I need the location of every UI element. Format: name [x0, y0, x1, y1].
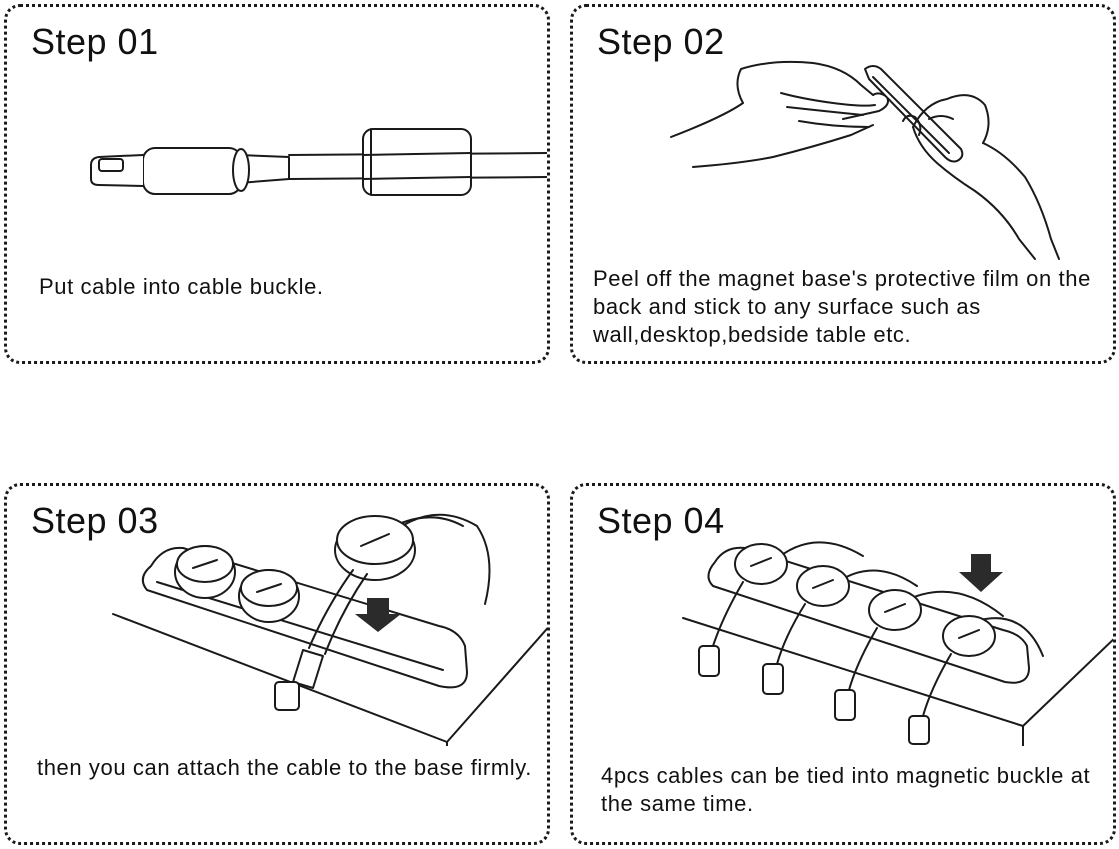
step-02-description: Peel off the magnet base's protective fi…: [593, 266, 1091, 347]
step-03-title: Step 03: [31, 500, 159, 541]
step-03-description: then you can attach the cable to the bas…: [37, 755, 532, 780]
cable-base-four-illustration: [682, 541, 1113, 746]
step-01-description: Put cable into cable buckle.: [39, 274, 324, 299]
hands-peeling-film-illustration: [670, 60, 1060, 260]
step-04-panel: Step 04 4pcs cables can be tied into mag…: [570, 483, 1116, 845]
step-01-panel: Step 01 Put cable into cable buckle.: [4, 4, 550, 364]
cable-plug-illustration: [90, 128, 547, 196]
step-04-description: 4pcs cables can be tied into magnetic bu…: [601, 763, 1091, 816]
step-04-title: Step 04: [597, 500, 725, 541]
step-02-panel: Step 02 Peel off the magnet base's prote…: [570, 4, 1116, 364]
cable-base-single-illustration: [112, 513, 547, 746]
down-arrow-icon: [959, 554, 1003, 592]
step-02-title: Step 02: [597, 21, 725, 62]
step-03-panel: Step 03 then you can attach the cable to…: [4, 483, 550, 845]
step-01-title: Step 01: [31, 21, 159, 62]
down-arrow-icon: [355, 598, 401, 632]
